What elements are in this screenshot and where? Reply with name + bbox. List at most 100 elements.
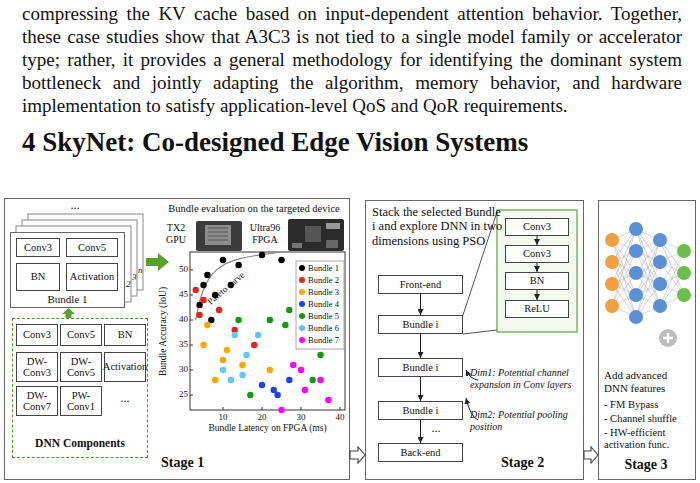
legend-label: Bundle 2 xyxy=(308,276,339,285)
legend-swatch xyxy=(299,277,305,283)
network-block: Bundle i xyxy=(378,315,463,334)
data-point xyxy=(282,322,288,328)
flow-arrow xyxy=(420,420,421,443)
neuron xyxy=(629,266,643,280)
data-point xyxy=(196,302,202,308)
data-point xyxy=(220,367,226,373)
neuron xyxy=(629,222,643,236)
component-box: BN xyxy=(104,324,146,346)
network-block: Front-end xyxy=(378,275,463,294)
ellipsis: ... xyxy=(426,422,446,436)
node-label: Activation xyxy=(70,271,114,282)
legend-entry: Bundle 2 xyxy=(299,276,339,285)
layer-box: Conv3 xyxy=(505,218,569,236)
device-label: Ultra96 FPGA xyxy=(244,222,286,245)
bundle-detail-frame xyxy=(497,210,577,332)
component-box: PW-Conv1 xyxy=(60,386,102,416)
node-label: Activation xyxy=(103,361,147,372)
legend-entry: Bundle 5 xyxy=(299,312,339,321)
node-label: ReLU xyxy=(524,303,550,314)
neuron xyxy=(629,310,643,324)
layer-box: Conv3 xyxy=(505,245,569,263)
node-label: Add advanced DNN features xyxy=(604,369,692,394)
stage-panel: Stack the selected Bundle i and explore … xyxy=(365,200,584,480)
legend-entry: Bundle 4 xyxy=(299,300,339,309)
node-label: Conv5 xyxy=(78,242,106,253)
neuron xyxy=(629,288,643,302)
legend-swatch xyxy=(299,301,305,307)
annotation: Dim2: Potential pooling position xyxy=(470,409,582,432)
tick-mark xyxy=(190,270,193,271)
node-label: Conv3 xyxy=(24,242,52,253)
flow-arrow xyxy=(350,447,365,463)
data-point xyxy=(310,377,316,383)
flow-arrow xyxy=(537,236,538,245)
flow-arrow xyxy=(537,263,538,272)
neuron xyxy=(677,244,691,258)
neuron xyxy=(629,244,643,258)
tick-label: 40 xyxy=(170,314,188,324)
network-block: Bundle i xyxy=(378,358,463,377)
data-point xyxy=(220,357,226,363)
data-point xyxy=(224,347,230,353)
layer-box: Conv3 xyxy=(16,238,60,257)
tick-label: 10 xyxy=(213,412,233,422)
flow-arrow xyxy=(146,253,169,271)
annotation: Dim1: Potential channel expansion in Con… xyxy=(470,367,582,390)
tick-label: 30 xyxy=(291,412,311,422)
data-point xyxy=(228,377,234,383)
stacked-card xyxy=(16,226,131,302)
body-text: compressing the KV cache based on input-… xyxy=(22,2,682,117)
panel-caption: Bundle evaluation on the targeted device xyxy=(158,203,350,215)
tick-label: 25 xyxy=(170,389,188,399)
layer-box: Activation xyxy=(66,263,118,291)
axis-title: Bundle Accuracy (IoU) xyxy=(158,281,169,381)
tick-label: 30 xyxy=(170,364,188,374)
ellipsis: ... xyxy=(60,199,90,213)
data-point xyxy=(220,257,226,263)
node-label: - HW-efficient activation func. xyxy=(604,427,692,451)
node-label: - Channel shuffle xyxy=(604,413,692,425)
data-point xyxy=(286,307,292,313)
neuron xyxy=(653,299,667,313)
node-label: Back-end xyxy=(400,447,440,458)
flow-arrow xyxy=(420,294,421,315)
data-point xyxy=(208,317,214,323)
component-box: DW-Conv7 xyxy=(16,386,58,416)
node-label: Front-end xyxy=(400,279,441,290)
data-point xyxy=(239,362,245,368)
section-heading: 4 SkyNet: Co-designed Edge Vision System… xyxy=(22,127,528,158)
layer-box: BN xyxy=(16,263,60,291)
legend-label: Bundle 3 xyxy=(308,288,339,297)
data-point xyxy=(298,367,304,373)
data-point xyxy=(232,332,238,338)
flow-arrow xyxy=(420,334,421,358)
data-point xyxy=(278,407,284,413)
legend-label: Bundle 5 xyxy=(308,312,339,321)
fpga-board xyxy=(288,219,344,251)
data-point xyxy=(271,387,277,393)
tick-mark xyxy=(190,345,193,346)
data-point xyxy=(255,332,261,338)
data-point xyxy=(325,397,331,403)
neuron xyxy=(677,288,691,302)
legend-label: Bundle 4 xyxy=(308,300,339,309)
node-label: Conv5 xyxy=(67,329,95,340)
legend-swatch xyxy=(299,337,305,343)
layer-box: ReLU xyxy=(505,300,569,318)
tick-mark xyxy=(262,407,263,410)
data-point xyxy=(259,252,265,258)
data-point xyxy=(317,352,323,358)
data-point xyxy=(200,282,206,288)
layer-box: Conv5 xyxy=(66,238,118,257)
neuron xyxy=(605,255,619,269)
ellipsis: ... xyxy=(104,392,146,406)
bundle-card: Bundle 1Conv3Conv5BNActivation xyxy=(10,232,125,308)
flow-arrow xyxy=(62,308,75,318)
tick-mark xyxy=(190,295,193,296)
legend-label: Bundle 1 xyxy=(308,264,339,273)
neuron xyxy=(605,233,619,247)
tick-mark xyxy=(190,370,193,371)
flow-arrow xyxy=(537,290,538,300)
data-point xyxy=(196,312,202,318)
